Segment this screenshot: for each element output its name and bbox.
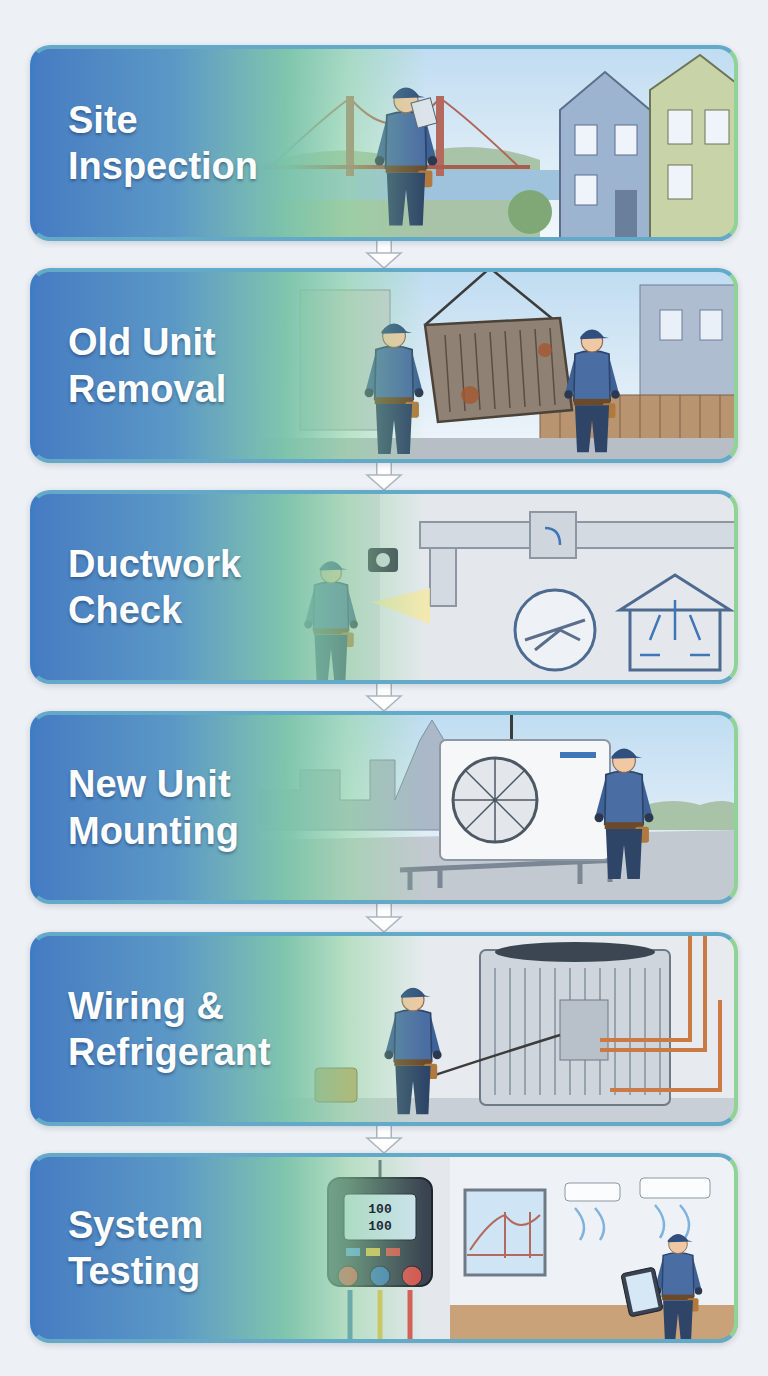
flow-arrow (367, 684, 401, 711)
text-group: System Testing (68, 1202, 304, 1295)
arrow-shaft-outline (376, 463, 392, 476)
text-group: Ductwork Check (68, 541, 304, 634)
step-panel: Ductwork Check (30, 490, 738, 684)
arrow-shaft-outline (376, 1126, 392, 1139)
arrow-shaft-outline (376, 684, 392, 697)
gauge-readout: 100 (368, 1203, 391, 1216)
arrow-shaft (378, 1126, 391, 1139)
step-panel: Site Inspection (30, 45, 738, 241)
gauge-readout: 100 (368, 1220, 391, 1233)
arrow-head (367, 917, 401, 932)
text-group: Old Unit Removal (68, 319, 304, 412)
flow-arrow (367, 1126, 401, 1153)
arrow-head (367, 696, 401, 711)
text-group: Site Inspection (68, 97, 304, 190)
text-group: Wiring & Refrigerant (68, 983, 304, 1076)
step-panel: Wiring & Refrigerant (30, 932, 738, 1126)
step-title: Site Inspection (68, 97, 304, 190)
arrow-shaft (378, 241, 391, 254)
arrow-shaft-outline (376, 241, 392, 254)
arrow-head (367, 1138, 401, 1153)
step-title: System Testing (68, 1202, 304, 1295)
step-title: Ductwork Check (68, 541, 304, 634)
step-panel: Old Unit Removal (30, 268, 738, 463)
arrow-shaft (378, 463, 391, 476)
arrow-shaft (378, 684, 391, 697)
arrow-head (367, 253, 401, 268)
flow-arrow (367, 463, 401, 490)
arrow-shaft-outline (376, 904, 392, 918)
step-title: Wiring & Refrigerant (68, 983, 304, 1076)
step-title: Old Unit Removal (68, 319, 304, 412)
flow-arrow (367, 241, 401, 268)
step-title: New Unit Mounting (68, 761, 304, 854)
arrow-shaft (378, 904, 391, 918)
flow-arrow (367, 904, 401, 932)
text-group: New Unit Mounting (68, 761, 304, 854)
step-panel: New Unit Mounting (30, 711, 738, 904)
arrow-head (367, 475, 401, 490)
step-panel: System Testing (30, 1153, 738, 1343)
